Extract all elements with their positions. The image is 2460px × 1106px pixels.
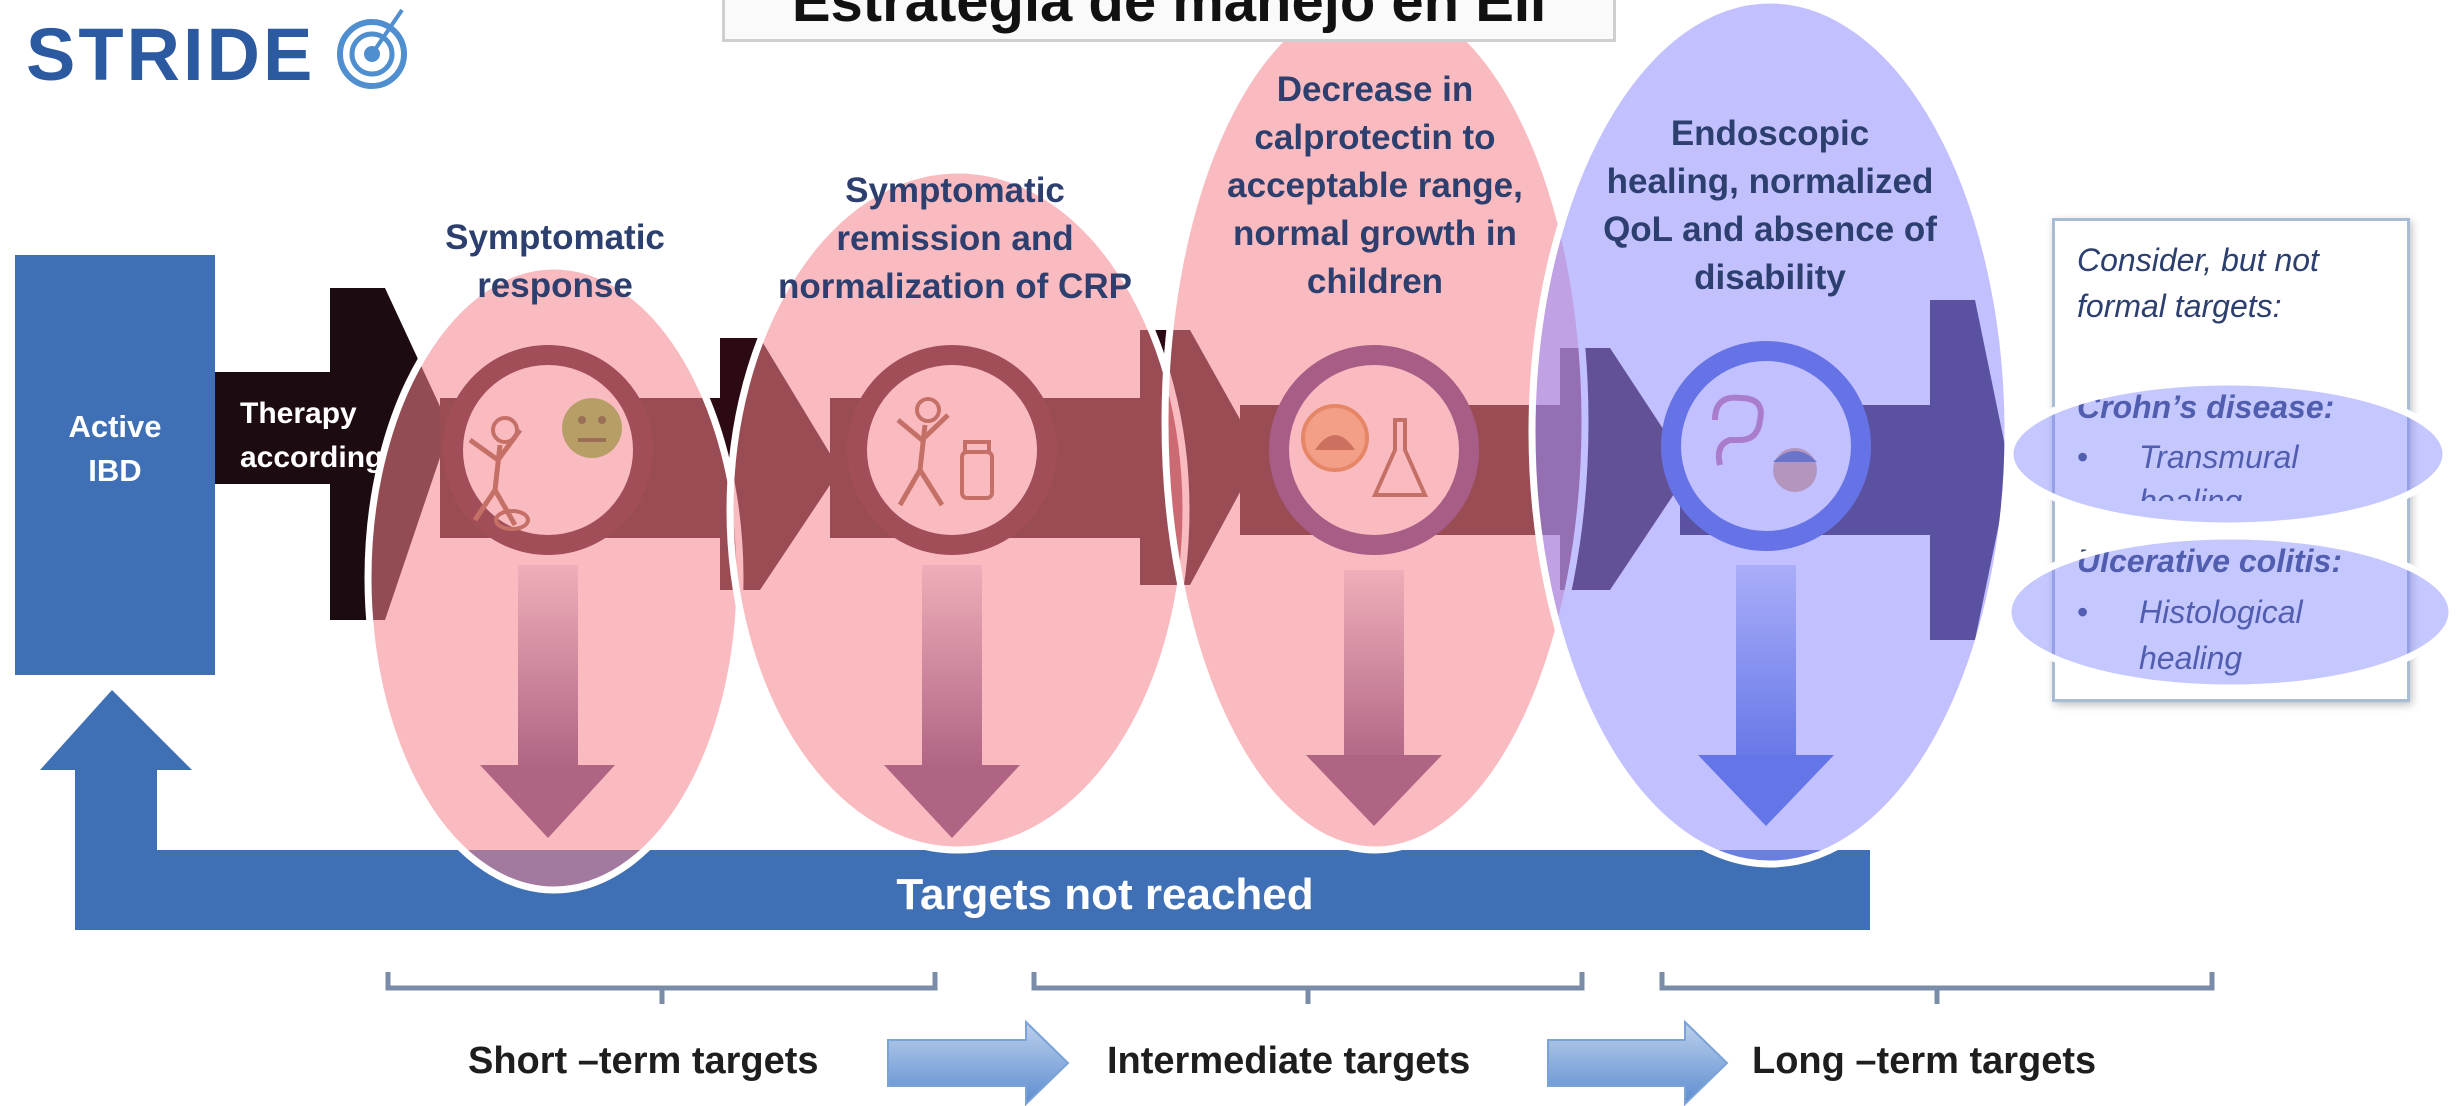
uc-bullet: • [2077, 594, 2089, 630]
target-4-line1: Endoscopic [1670, 114, 1870, 153]
uc-heading: Ulcerative colitis: [2077, 543, 2342, 579]
consider-panel: Consider, but not formal targets: Crohn’… [2052, 218, 2410, 702]
timeline-short-term: Short –term targets [468, 1040, 819, 1082]
title-box: Estrategia de manejo en EII [722, 0, 1616, 42]
therapy-line2: according [240, 441, 384, 474]
target-heading-2: Symptomatic remission and normalization … [705, 167, 1205, 311]
target-4-line2: healing, normalized [1606, 162, 1934, 201]
crohns-heading: Crohn’s disease: [2077, 389, 2335, 425]
targets-not-reached-label: Targets not reached [896, 870, 1314, 919]
crohns-bullet: • [2077, 439, 2089, 475]
active-ibd-label: Active IBD [15, 405, 215, 493]
therapy-label: Therapy according to risk [240, 392, 400, 524]
highlight-ellipse-1 [364, 262, 744, 894]
uc-item-line1: Histological [2139, 594, 2303, 630]
brace-intermediate [1031, 972, 1585, 1004]
panel-intro: Consider, but not formal targets: [2077, 237, 2319, 329]
target-3-line1: Decrease in [1276, 70, 1474, 109]
target-1-line2: response [477, 266, 633, 305]
uc-item: Histological healing [2139, 589, 2303, 681]
crohns-item: Transmural healing [2139, 435, 2298, 501]
target-heading-1: Symptomatic response [400, 214, 710, 310]
target-2-line2: remission and [836, 219, 1074, 258]
logo-target-icon [337, 8, 407, 89]
slide-title: Estrategia de manejo en EII [791, 0, 1547, 34]
brace-short-term [385, 972, 938, 1004]
active-ibd-line1: Active [68, 409, 162, 444]
therapy-line3: to risk [240, 485, 331, 518]
timeline-arrow-1 [887, 1019, 1070, 1106]
timeline-arrow-2 [1547, 1019, 1729, 1106]
target-3-line4: normal growth in [1233, 214, 1517, 253]
target-3-line5: children [1306, 262, 1444, 301]
target-4-line3: QoL and absence of [1603, 210, 1937, 249]
therapy-line1: Therapy [240, 397, 357, 430]
active-ibd-box [15, 255, 215, 675]
target-2-line1: Symptomatic [845, 171, 1065, 210]
target-4-line4: disability [1694, 258, 1846, 297]
target-3-line2: calprotectin to [1254, 118, 1496, 157]
crohns-item-line2: healing [2139, 483, 2243, 501]
panel-intro-line2: formal targets: [2077, 288, 2282, 324]
target-1-line1: Symptomatic [445, 218, 665, 257]
active-ibd-line2: IBD [88, 453, 142, 488]
target-heading-4: Endoscopic healing, normalized QoL and a… [1560, 110, 1980, 302]
crohns-item-line1: Transmural [2139, 439, 2299, 475]
timeline-long-term: Long –term targets [1752, 1040, 2097, 1082]
panel-intro-line1: Consider, but not [2077, 242, 2319, 278]
target-heading-3: Decrease in calprotectin to acceptable r… [1160, 66, 1590, 306]
stride-logo: STRIDE [26, 13, 316, 96]
brace-long-term [1659, 972, 2215, 1004]
uc-item-line2: healing [2139, 640, 2243, 676]
target-3-line3: acceptable range, [1227, 166, 1523, 205]
timeline-intermediate: Intermediate targets [1107, 1040, 1471, 1082]
target-2-line3: normalization of CRP [778, 267, 1132, 306]
